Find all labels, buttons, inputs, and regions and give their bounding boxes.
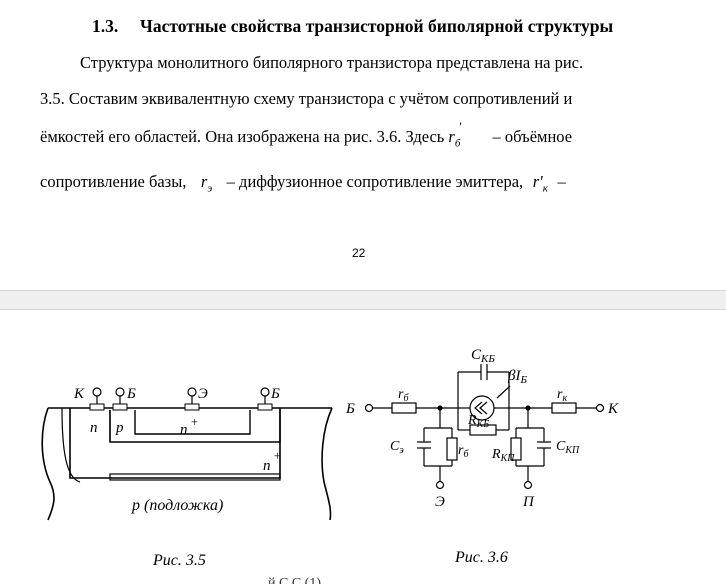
substrate-label: p (подложка) bbox=[131, 497, 223, 514]
region-n: n bbox=[90, 420, 98, 436]
caption-fig-3-5: Рис. 3.5 bbox=[153, 552, 206, 569]
document-page-top: 1.3. Частотные свойства транзисторной бип… bbox=[0, 0, 726, 290]
label-re: rб bbox=[458, 443, 469, 460]
label-b1: Б bbox=[126, 386, 136, 402]
paragraph-line-3: ёмкостей его областей. Она изображена на… bbox=[40, 119, 573, 150]
node-k bbox=[595, 403, 605, 413]
paragraph-line-4b: – диффузионное сопротивление эмиттера, bbox=[226, 172, 524, 191]
paragraph-line-3a: ёмкостей его областей. Она изображена на… bbox=[40, 127, 445, 146]
resistor-re bbox=[446, 437, 458, 461]
figure-3-5: К Б Э Б n p n + n + p (подложка) bbox=[41, 386, 333, 521]
emitter-region bbox=[134, 410, 251, 435]
node-e bbox=[435, 480, 445, 490]
symbol-rk: rʹк bbox=[532, 172, 548, 192]
region-emitter-n: n bbox=[180, 422, 188, 438]
figure-3-6: Б К Э П CКБ βIБ rб rк RКБ RКП Cэ rб CКП bbox=[345, 347, 619, 510]
section-number: 1.3. bbox=[92, 16, 119, 36]
document-page-bottom bbox=[0, 310, 726, 584]
label-ckb: CКБ bbox=[471, 347, 495, 365]
label-node-p: П bbox=[522, 494, 535, 510]
label-node-e: Э bbox=[435, 494, 445, 510]
island-outline bbox=[69, 408, 281, 479]
terminal-e bbox=[187, 387, 197, 397]
base-region bbox=[109, 410, 281, 443]
terminal-b1 bbox=[115, 387, 125, 397]
label-rkb: RКБ bbox=[467, 413, 489, 430]
paragraph-line-1: Структура монолитного биполярного транзи… bbox=[80, 53, 584, 72]
caption-fig-3-6: Рис. 3.6 bbox=[455, 549, 508, 566]
region-buried-n: n bbox=[263, 458, 271, 474]
label-b2: Б bbox=[270, 386, 280, 402]
label-ce: Cэ bbox=[390, 439, 404, 456]
next-line-fragment: й С С (1) bbox=[268, 576, 321, 584]
contact-b1 bbox=[112, 403, 128, 411]
node-p bbox=[523, 480, 533, 490]
label-k: К bbox=[73, 386, 85, 402]
paragraph-line-3b: – объёмное bbox=[492, 127, 573, 146]
paragraph-line-4: сопротивление базы, rэ – диффузионное со… bbox=[40, 172, 566, 192]
terminal-b2 bbox=[260, 387, 270, 397]
label-ckp: CКП bbox=[556, 439, 580, 456]
terminal-k bbox=[92, 387, 102, 397]
paragraph-line-4a: сопротивление базы, bbox=[40, 172, 187, 191]
page-number: 22 bbox=[352, 246, 366, 260]
node-b bbox=[364, 403, 374, 413]
label-rkp: RКП bbox=[491, 447, 515, 464]
label-rb: rб bbox=[398, 387, 409, 404]
label-node-k: К bbox=[607, 401, 619, 417]
paragraph-line-2: 3.5. Составим эквивалентную схему транзи… bbox=[40, 89, 573, 108]
label-rk: rк bbox=[557, 387, 567, 404]
buried-layer bbox=[109, 473, 281, 481]
resistor-rk bbox=[551, 402, 577, 414]
contact-e bbox=[184, 403, 200, 411]
region-p: p bbox=[115, 420, 124, 436]
contact-k bbox=[89, 403, 105, 411]
region-emitter-plus: + bbox=[190, 414, 199, 429]
page-gap bbox=[0, 290, 726, 310]
label-beta: βIБ bbox=[507, 368, 527, 386]
isolation-left bbox=[61, 407, 81, 483]
label-node-b: Б bbox=[345, 401, 355, 417]
resistor-rb bbox=[391, 402, 417, 414]
symbol-re: rэ bbox=[200, 172, 213, 192]
contact-b2 bbox=[257, 403, 273, 411]
section-title: Частотные свойства транзисторной биполяр… bbox=[140, 16, 614, 36]
label-e: Э bbox=[198, 386, 208, 402]
section-heading: 1.3. Частотные свойства транзисторной бип… bbox=[92, 16, 613, 37]
region-buried-plus: + bbox=[273, 448, 282, 463]
paragraph-line-4c: – bbox=[557, 172, 566, 191]
